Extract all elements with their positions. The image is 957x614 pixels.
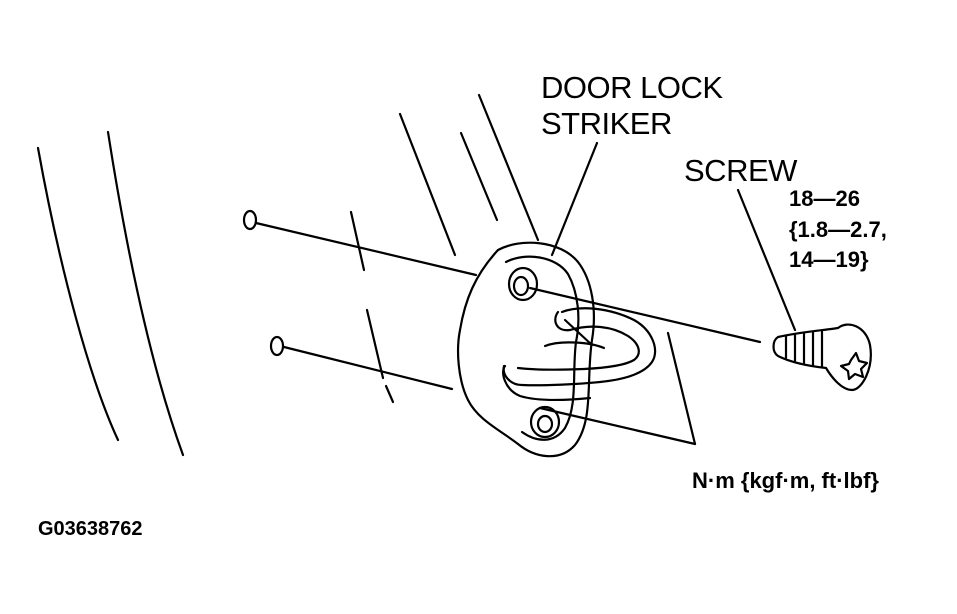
torque-value-line2: {1.8—2.7,: [789, 217, 887, 242]
torque-units: N·m {kgf·m, ft·lbf}: [692, 468, 879, 493]
leader-lines: [552, 143, 795, 330]
assembly-guide-lines: [256, 223, 760, 444]
torque-value-line1: 18—26: [789, 186, 860, 211]
guide-point-upper: [244, 211, 256, 229]
screw-label: SCREW: [684, 153, 797, 188]
striker-label-line1: DOOR LOCK: [541, 70, 723, 105]
door-edge-lines: [38, 95, 538, 455]
figure-id: G03638762: [38, 518, 143, 540]
torque-value-line3: 14—19}: [789, 247, 869, 272]
torx-screw-icon: [841, 353, 867, 379]
door-lock-striker: [458, 243, 655, 456]
screw: [774, 325, 871, 390]
striker-label-line2: STRIKER: [541, 106, 672, 141]
guide-point-lower: [271, 337, 283, 355]
